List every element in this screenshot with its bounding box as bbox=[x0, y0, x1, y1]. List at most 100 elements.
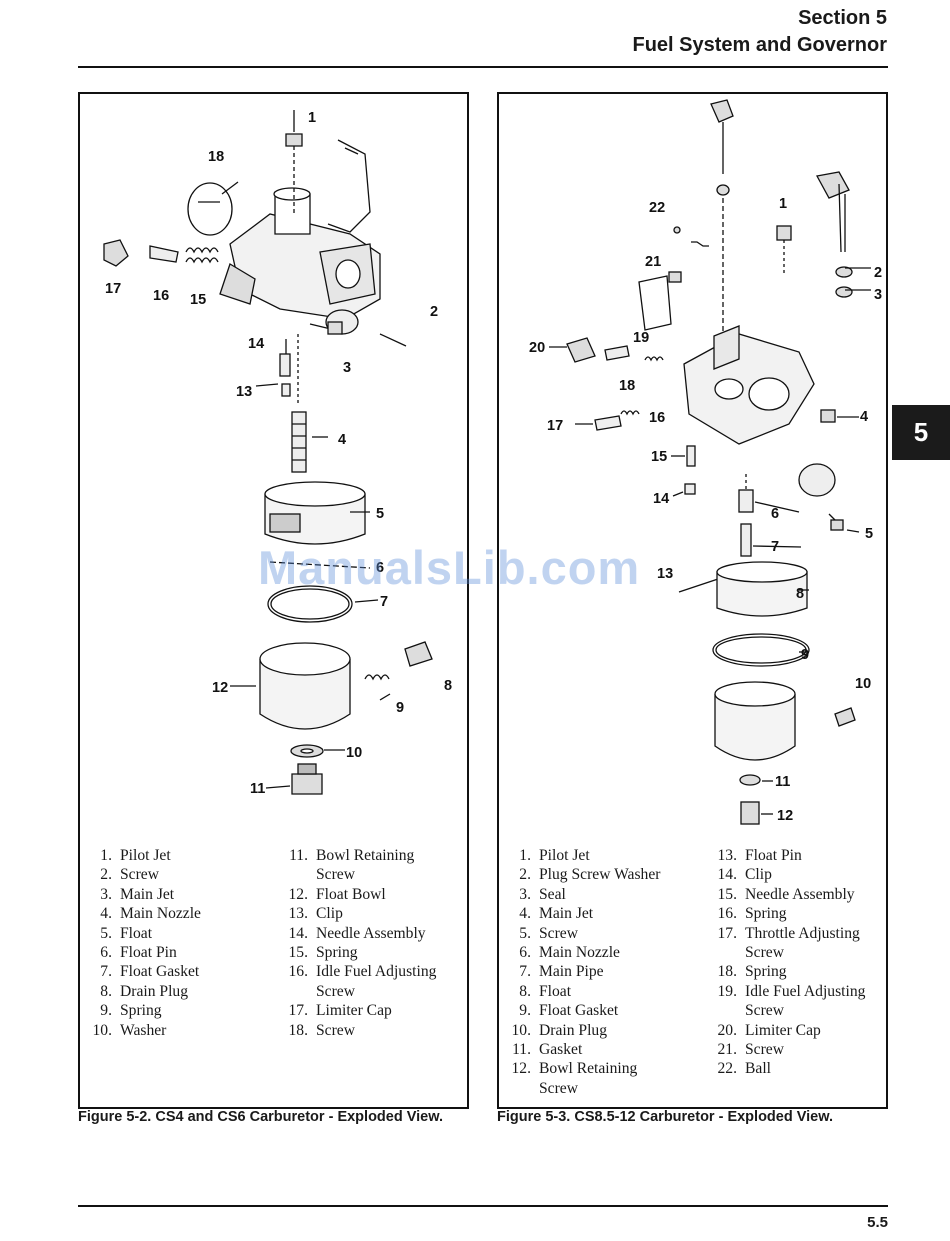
figure-5-3-callouts: 1 2 3 4 5 6 7 8 9 10 11 12 13 14 15 16 1… bbox=[529, 196, 882, 824]
callout-8: 8 bbox=[796, 586, 804, 602]
legend-item: 5.Screw bbox=[519, 924, 578, 942]
legend-item: 9.Spring bbox=[100, 1002, 162, 1020]
callout-19: 19 bbox=[633, 330, 649, 346]
legend-item: Screw bbox=[745, 944, 784, 962]
legend-item: 2.Plug Screw Washer bbox=[519, 866, 661, 884]
callout-12: 12 bbox=[777, 808, 793, 824]
legend-item: 22.Ball bbox=[717, 1060, 772, 1078]
callout-12: 12 bbox=[212, 680, 228, 696]
callout-20: 20 bbox=[529, 340, 545, 356]
legend-item: 3.Main Jet bbox=[100, 885, 175, 903]
legend-item: 13.Float Pin bbox=[717, 847, 802, 864]
legend-item: 20.Limiter Cap bbox=[717, 1021, 821, 1039]
legend-item: 11.Gasket bbox=[512, 1041, 583, 1059]
callout-1: 1 bbox=[779, 196, 787, 212]
callout-21: 21 bbox=[645, 254, 661, 270]
callout-4: 4 bbox=[338, 432, 346, 448]
cs4-cs6-carburetor-diagram: 1 2 3 4 5 6 7 8 9 10 11 12 13 14 15 16 1… bbox=[103, 110, 452, 797]
callout-15: 15 bbox=[190, 292, 206, 308]
callout-17: 17 bbox=[105, 281, 121, 297]
callout-6: 6 bbox=[376, 560, 384, 576]
legend-item: 4.Main Nozzle bbox=[100, 905, 201, 923]
legend-item: Screw bbox=[745, 1002, 784, 1020]
legend-item: 10.Drain Plug bbox=[511, 1021, 608, 1039]
section-tab: 5 bbox=[892, 405, 950, 460]
legend-item: 14.Needle Assembly bbox=[288, 924, 426, 942]
figure-5-2-legend-left: 1.Pilot Jet 2.Screw 3.Main Jet 4.Main No… bbox=[82, 846, 272, 1040]
callout-14: 14 bbox=[248, 336, 264, 352]
legend-item: Screw bbox=[316, 982, 355, 1000]
callout-16: 16 bbox=[153, 288, 169, 304]
callout-8: 8 bbox=[444, 678, 452, 694]
legend-item: 8.Float bbox=[519, 982, 572, 1000]
callout-13: 13 bbox=[236, 384, 252, 400]
legend-item: 15.Spring bbox=[288, 944, 358, 962]
legend-item: 10.Washer bbox=[92, 1021, 167, 1039]
callout-10: 10 bbox=[855, 676, 871, 692]
callout-3: 3 bbox=[343, 360, 351, 376]
legend-item: 13.Clip bbox=[288, 905, 343, 923]
legend-item: 12.Bowl Retaining bbox=[511, 1060, 638, 1078]
legend-item: Screw bbox=[316, 866, 355, 884]
callout-6: 6 bbox=[771, 506, 779, 522]
cs8-12-carburetor-diagram: 1 2 3 4 5 6 7 8 9 10 11 12 13 14 15 16 1… bbox=[529, 99, 882, 825]
legend-item: 5.Float bbox=[100, 924, 153, 942]
legend-item: 2.Screw bbox=[100, 866, 159, 884]
callout-1: 1 bbox=[308, 110, 316, 126]
legend-item: 17.Limiter Cap bbox=[288, 1002, 392, 1020]
legend-item: 16.Spring bbox=[717, 905, 787, 923]
callout-14: 14 bbox=[653, 491, 669, 507]
callout-3: 3 bbox=[874, 287, 882, 303]
callout-11: 11 bbox=[250, 781, 265, 797]
callout-18: 18 bbox=[619, 378, 635, 394]
callout-5: 5 bbox=[376, 506, 384, 522]
legend-item: 3.Seal bbox=[519, 885, 566, 903]
callout-9: 9 bbox=[396, 700, 404, 716]
callout-2: 2 bbox=[874, 265, 882, 281]
header-rule bbox=[78, 66, 888, 68]
legend-item: 8.Drain Plug bbox=[100, 982, 189, 1000]
footer-rule bbox=[78, 1205, 888, 1207]
callout-2: 2 bbox=[430, 304, 438, 320]
legend-item: 6.Float Pin bbox=[100, 944, 177, 962]
callout-22: 22 bbox=[649, 200, 665, 216]
figure-5-2-legend-right: 11.Bowl Retaining Screw 12.Float Bowl 13… bbox=[278, 846, 468, 1040]
figure-5-3-caption: Figure 5-3. CS8.5-12 Carburetor - Explod… bbox=[497, 1109, 834, 1125]
callout-18: 18 bbox=[208, 149, 224, 165]
callout-15: 15 bbox=[651, 449, 667, 465]
callout-10: 10 bbox=[346, 745, 362, 761]
legend-item: 7.Main Pipe bbox=[519, 963, 604, 981]
legend-item: 11.Bowl Retaining bbox=[289, 847, 415, 864]
callout-7: 7 bbox=[380, 594, 388, 610]
legend-item: 4.Main Jet bbox=[519, 905, 594, 923]
legend-item: 16.Idle Fuel Adjusting bbox=[288, 963, 437, 981]
legend-item: 18.Screw bbox=[288, 1021, 355, 1039]
callout-16: 16 bbox=[649, 410, 665, 426]
figure-5-3-panel: 1 2 3 4 5 6 7 8 9 10 11 12 13 14 15 16 1… bbox=[497, 92, 888, 1109]
legend-item: 15.Needle Assembly bbox=[717, 885, 855, 903]
callout-11: 11 bbox=[775, 774, 790, 790]
legend-item: 21.Screw bbox=[717, 1041, 784, 1059]
figure-5-2-callouts: 1 2 3 4 5 6 7 8 9 10 11 12 13 14 15 16 1… bbox=[105, 110, 452, 797]
callout-9: 9 bbox=[801, 647, 809, 663]
figure-5-3-legend-left: 1.Pilot Jet 2.Plug Screw Washer 3.Seal 4… bbox=[501, 846, 701, 1098]
legend-item: 6.Main Nozzle bbox=[519, 944, 620, 962]
callout-7: 7 bbox=[771, 539, 779, 555]
legend-item: 7.Float Gasket bbox=[100, 963, 200, 981]
figure-5-2-caption: Figure 5-2. CS4 and CS6 Carburetor - Exp… bbox=[78, 1109, 443, 1125]
legend-item: 18.Spring bbox=[717, 963, 787, 981]
callout-5: 5 bbox=[865, 526, 873, 542]
section-number: Section 5 bbox=[798, 7, 887, 29]
section-title: Fuel System and Governor bbox=[632, 34, 887, 56]
callout-4: 4 bbox=[860, 409, 868, 425]
legend-item: 17.Throttle Adjusting bbox=[717, 924, 860, 942]
legend-item: 19.Idle Fuel Adjusting bbox=[717, 982, 866, 1000]
legend-item: 1.Pilot Jet bbox=[519, 847, 590, 864]
legend-item: 14.Clip bbox=[717, 866, 772, 884]
legend-item: Screw bbox=[539, 1079, 578, 1097]
page-number: 5.5 bbox=[867, 1214, 888, 1231]
legend-item: 9.Float Gasket bbox=[519, 1002, 619, 1020]
callout-13: 13 bbox=[657, 566, 673, 582]
figure-5-2-panel: 1 2 3 4 5 6 7 8 9 10 11 12 13 14 15 16 1… bbox=[78, 92, 469, 1109]
legend-item: 12.Float Bowl bbox=[288, 885, 386, 903]
